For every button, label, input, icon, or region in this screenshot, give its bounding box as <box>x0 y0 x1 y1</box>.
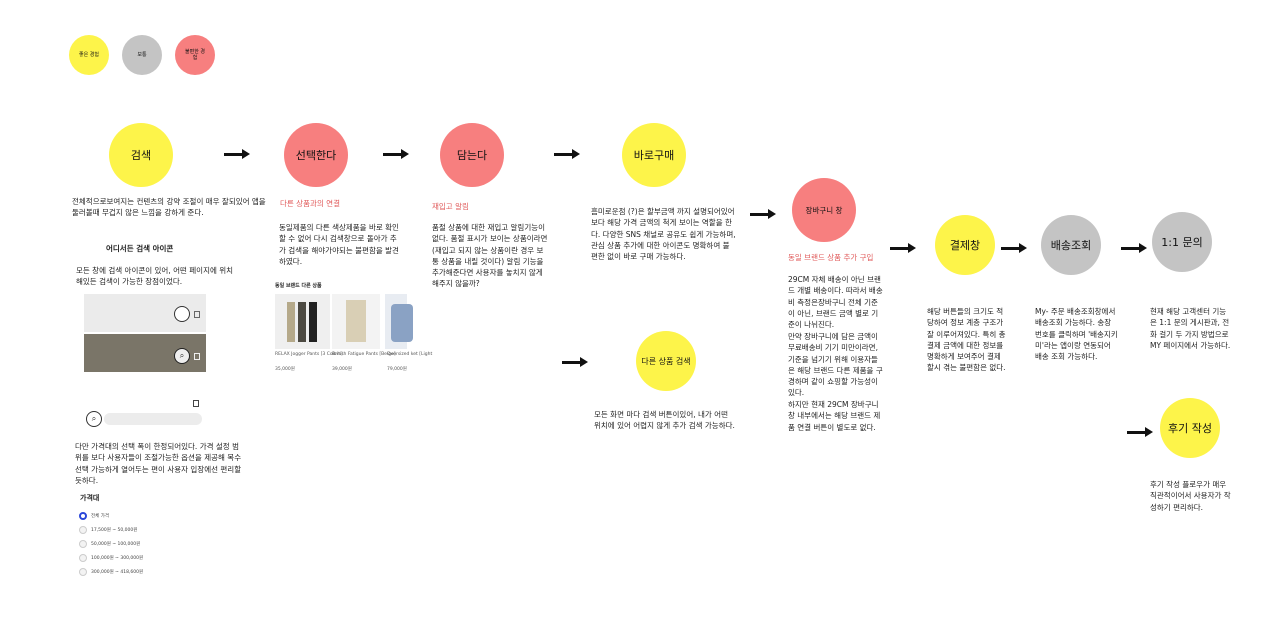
legend-normal-label: 보통 <box>137 51 147 58</box>
product-price-2: 39,000원 <box>332 367 352 372</box>
products-heading: 동일 브랜드 다른 상품 <box>275 283 322 289</box>
product-image-3[interactable] <box>385 294 413 349</box>
arrow-3 <box>554 147 580 161</box>
node-search: 검색 <box>109 123 173 187</box>
node-buy-now: 바로구매 <box>622 123 686 187</box>
buy-desc: 흠미로운점 (?)은 할부금액 까지 설명되어있어 보다 해당 가격 금액의 척… <box>591 207 736 261</box>
node-buy-now-label: 바로구매 <box>633 149 675 162</box>
arrow-9 <box>1127 425 1153 439</box>
node-search-label: 검색 <box>130 149 152 162</box>
price-title: 가격대 <box>80 494 100 502</box>
arrow-2 <box>383 147 409 161</box>
price-option-3[interactable]: 100,000원 ~ 300,000원 <box>79 554 143 562</box>
node-delivery-label: 배송조회 <box>1050 239 1092 252</box>
price-option-1[interactable]: 17,500원 ~ 50,000원 <box>79 526 137 534</box>
search-bar-field[interactable] <box>104 413 202 425</box>
bag-icon <box>194 311 200 318</box>
node-payment-label: 결제창 <box>949 239 981 252</box>
node-other-search-label: 다른 상품 검색 <box>641 356 691 366</box>
review-desc: 후기 작성 플로우가 매우 직관적이어서 사용자가 작성하기 편리하다. <box>1150 480 1231 512</box>
screenshot-search-bottom: ⌕ <box>84 334 206 372</box>
product-price-3: 79,000원 <box>387 367 407 372</box>
price-option-label: 300,000원 ~ 418,600원 <box>91 570 144 575</box>
price-option-label: 50,000원 ~ 100,000원 <box>91 542 141 547</box>
product-name-1: RELAX Jogger Pants [3 Colors] <box>275 352 343 357</box>
arrow-5 <box>890 241 916 255</box>
price-option-label: 100,000원 ~ 300,000원 <box>91 556 144 561</box>
cart-subtitle: 동일 브랜드 상품 추가 구입 <box>788 253 874 262</box>
node-inquiry: 1:1 문의 <box>1152 212 1212 272</box>
product-image-1[interactable] <box>275 294 330 349</box>
legend-bad-label: 불편한 경험 <box>185 48 205 62</box>
search-heading: 어디서든 검색 아이콘 <box>106 244 174 253</box>
pants-shape <box>298 302 306 342</box>
radio[interactable] <box>79 526 87 534</box>
buy-desc2: 모든 화면 마다 검색 버튼이있어, 내가 어떤 위치에 있어 어렵지 않게 추… <box>594 410 735 431</box>
pants-shape <box>309 302 317 342</box>
legend-good-label: 좋은 경험 <box>79 51 99 58</box>
pants-shape <box>346 300 366 342</box>
price-option-label: 17,500원 ~ 50,000원 <box>91 528 138 533</box>
inquiry-desc: 현재 해당 고객센터 기능은 1:1 문의 게시판과, 전화 걸기 두 가지 방… <box>1150 307 1231 350</box>
cart-desc3: 하지만 현재 29CM 장바구니 창 내부에서는 해당 브랜드 제품 연결 버튼… <box>788 400 881 432</box>
radio-selected[interactable] <box>79 512 87 520</box>
product-price-1: 35,000원 <box>275 367 295 372</box>
node-review-label: 후기 작성 <box>1168 422 1212 435</box>
search-bar-icon[interactable]: ⌕ <box>86 411 102 427</box>
node-review: 후기 작성 <box>1160 398 1220 458</box>
arrow-8 <box>562 355 588 369</box>
cart-desc: 29CM 자체 배송이 아닌 브랜드 개별 배송이다. 따라서 배송비 측정은장… <box>788 275 883 329</box>
save-desc: 품절 상품에 대한 재입고 알림기능이 없다. 품절 표시가 보이는 상품이라면… <box>432 223 548 289</box>
select-subtitle: 다른 상품과의 연결 <box>280 199 340 208</box>
bag-icon-2 <box>194 353 200 360</box>
price-option-2[interactable]: 50,000원 ~ 100,000원 <box>79 540 140 548</box>
arrow-4 <box>750 207 776 221</box>
save-subtitle: 재입고 알림 <box>432 202 469 211</box>
legend-normal: 보통 <box>122 35 162 75</box>
product-image-2[interactable] <box>332 294 380 349</box>
node-other-search: 다른 상품 검색 <box>636 331 696 391</box>
delivery-desc: My- 주문 배송조회창에서 배송조회 가능하다. 송장 번호를 클릭하며 '배… <box>1035 307 1118 361</box>
radio[interactable] <box>79 540 87 548</box>
highlight-circle <box>174 306 190 322</box>
legend-bad: 불편한 경험 <box>175 35 215 75</box>
screenshot-search-top <box>84 294 206 332</box>
arrow-7 <box>1121 241 1147 255</box>
bag-icon-3 <box>193 400 199 407</box>
node-select-label: 선택한다 <box>295 149 337 162</box>
pants-shape <box>287 302 295 342</box>
node-save-label: 담는다 <box>456 149 488 162</box>
product-name-2: British Fatigue Pants [Beige] <box>332 352 396 357</box>
select-desc: 동일제품의 다른 색상제품을 바로 확인할 수 없어 다시 검색창으로 돌아가 … <box>279 223 399 266</box>
arrow-6 <box>1001 241 1027 255</box>
node-cart-label: 장바구니 창 <box>805 205 843 215</box>
node-select: 선택한다 <box>284 123 348 187</box>
product-name-3: Oversized ket [Light <box>387 352 433 357</box>
radio[interactable] <box>79 554 87 562</box>
node-delivery: 배송조회 <box>1041 215 1101 275</box>
search-desc: 전체적으로보여지는 컨텐츠의 강약 조절이 매우 잘되있어 앱을 둘러볼때 무겁… <box>72 197 266 218</box>
node-cart: 장바구니 창 <box>792 178 856 242</box>
price-option-0[interactable]: 전체 가격 <box>79 512 109 520</box>
price-option-label: 전체 가격 <box>91 514 109 519</box>
price-option-4[interactable]: 300,000원 ~ 418,600원 <box>79 568 143 576</box>
node-inquiry-label: 1:1 문의 <box>1161 236 1203 249</box>
search-bar[interactable]: ⌕ <box>86 409 202 429</box>
jacket-shape <box>391 304 413 342</box>
cart-desc2: 만약 장바구니에 담은 금액이 무료배송비 기기 미만이라면, 기준을 넘기기 … <box>788 332 883 398</box>
search-icon: ⌕ <box>174 348 190 364</box>
radio[interactable] <box>79 568 87 576</box>
legend-good: 좋은 경험 <box>69 35 109 75</box>
payment-desc: 해당 버튼들의 크기도 적당하여 정보 계층 구조가 잘 이루어져있다. 특히 … <box>927 307 1006 373</box>
search-desc3: 다만 가격대의 선택 폭이 한정되어있다. 가격 설정 범위를 보다 사용자들이… <box>75 442 242 485</box>
node-payment: 결제창 <box>935 215 995 275</box>
node-save: 담는다 <box>440 123 504 187</box>
search-desc2: 모든 창에 검색 아이콘이 있어, 어떤 페이지에 위치해있든 검색이 가능한 … <box>76 266 234 287</box>
arrow-1 <box>224 147 250 161</box>
